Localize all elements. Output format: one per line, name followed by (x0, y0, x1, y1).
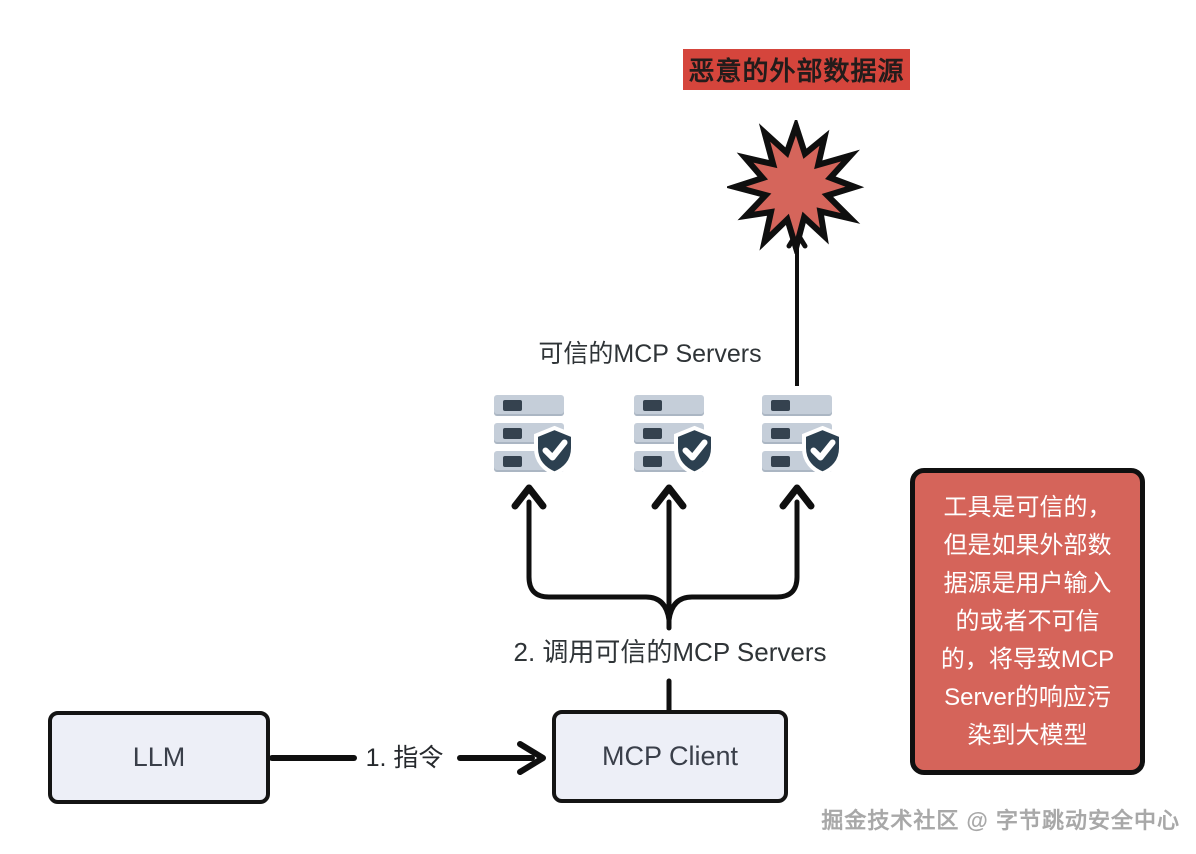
server-rack-slab (494, 395, 564, 416)
watermark: 掘金技术社区 @ 字节跳动安全中心 (821, 808, 1180, 833)
server-led (771, 456, 790, 467)
step1-label: 1. 指令 (365, 744, 444, 772)
burst-shape (727, 120, 865, 254)
mcp-server-icon (494, 395, 575, 476)
server-led (771, 400, 790, 411)
server-led (643, 400, 662, 411)
server-led (643, 456, 662, 467)
server-rack-slab (634, 395, 704, 416)
server-led (503, 400, 522, 411)
shield-check-icon (802, 425, 843, 476)
server-led (643, 428, 662, 439)
client-to-servers-arrows (511, 484, 815, 714)
explosion-burst-icon (727, 120, 865, 254)
server-led (503, 456, 522, 467)
server-led (771, 428, 790, 439)
llm-to-client-arrow (269, 741, 546, 775)
malicious-source-banner: 恶意的外部数据源 (683, 49, 910, 90)
server-led (503, 428, 522, 439)
step2-label: 2. 调用可信的MCP Servers (513, 637, 827, 667)
trusted-servers-label: 可信的MCP Servers (538, 340, 762, 368)
mcp-client-node: MCP Client (552, 710, 788, 803)
warning-note: 工具是可信的， 但是如果外部数 据源是用户输入 的或者不可信 的，将导致MCP … (910, 468, 1145, 775)
shield-check-icon (534, 425, 575, 476)
llm-node: LLM (48, 711, 270, 804)
server-rack-slab (762, 395, 832, 416)
mcp-server-icon (634, 395, 715, 476)
mcp-server-icon (762, 395, 843, 476)
shield-check-icon (674, 425, 715, 476)
